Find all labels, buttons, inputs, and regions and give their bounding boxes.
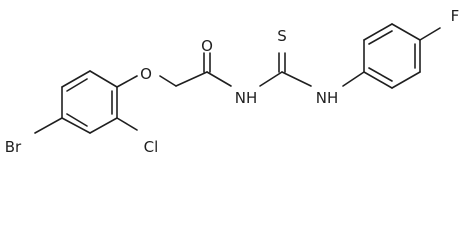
ring-b-bond-4 — [391, 23, 421, 41]
bromine-label: Br — [5, 138, 22, 156]
chemical-structure: O O NH S NH F Br Cl — [5, 7, 460, 156]
carbonyl-oxygen-label: O — [201, 37, 213, 55]
fluorine-label: F — [451, 7, 460, 25]
ring-to-fluorine-bond — [419, 27, 441, 41]
ring-b-bond-2 — [391, 71, 421, 89]
ring-to-chlorine-bond — [116, 117, 138, 131]
amide-nh-label: NH — [235, 89, 258, 107]
sulfur-label: S — [277, 27, 287, 45]
ch2-to-carbonyl-bond — [175, 71, 208, 87]
ether-oxygen-to-ch2-bond — [159, 75, 177, 87]
ring-to-ether-oxygen-bond — [116, 75, 138, 88]
ring-b-bond-1 — [363, 71, 393, 89]
chlorine-label: Cl — [144, 138, 159, 156]
ring-a-bond-3 — [89, 117, 118, 134]
ether-oxygen-label: O — [140, 65, 152, 83]
ring-a-bond-1 — [89, 70, 118, 88]
ring-to-bromine-bond — [34, 117, 63, 134]
ring-b-inner-bond-3 — [368, 30, 393, 45]
ring-a-inner-bond-3 — [66, 78, 88, 92]
thiocarbonyl-to-nh-bond — [281, 71, 312, 87]
nh-to-thiocarbonyl-bond — [259, 71, 283, 87]
ring-a-bond-6 — [61, 70, 91, 88]
nh-to-aryl-bond — [342, 71, 365, 87]
carbonyl-to-nh-bond — [206, 71, 232, 87]
ring-b-bond-5 — [363, 23, 393, 41]
thioamide-nh-label: NH — [316, 89, 339, 107]
ring-b-inner-bond-1 — [368, 67, 393, 82]
ring-a-bond-4 — [61, 117, 91, 134]
ring-a-inner-bond-2 — [66, 113, 88, 127]
